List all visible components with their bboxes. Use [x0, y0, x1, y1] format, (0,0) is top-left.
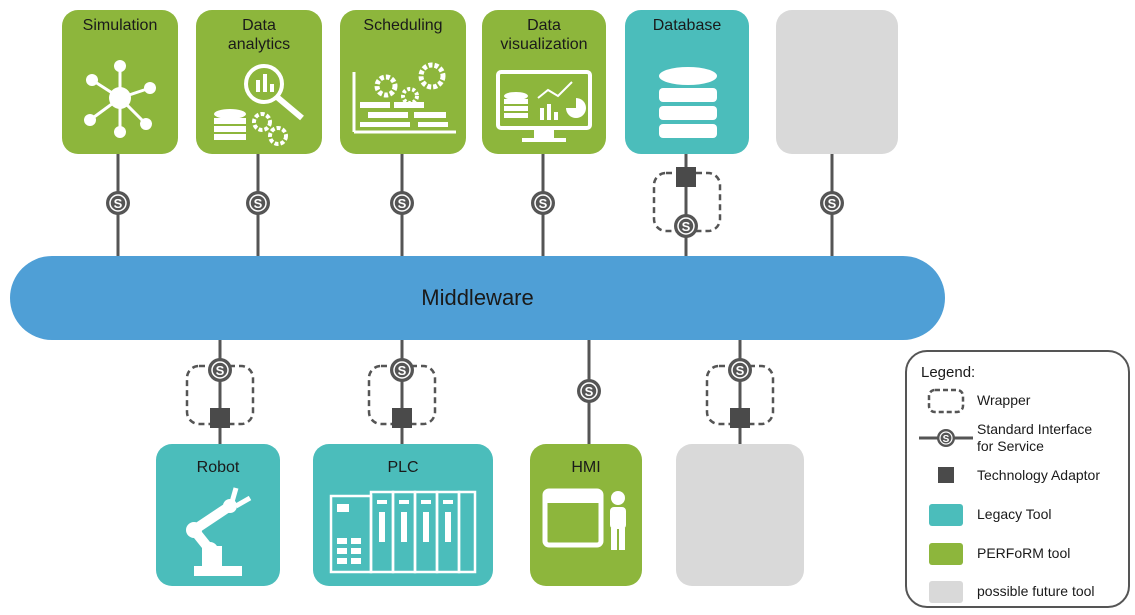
tool-hmi[interactable]: HMI	[530, 444, 642, 586]
standard-interface-icon: S	[531, 191, 555, 215]
tool-label: HMI	[571, 459, 601, 476]
tool-robot[interactable]: Robot	[156, 444, 280, 586]
legend-title: Legend:	[921, 364, 976, 381]
middleware-label: Middleware	[421, 285, 534, 310]
standard-interface-icon: S	[390, 191, 414, 215]
technology-adaptor-future	[730, 408, 750, 428]
dashboard-monitor-icon	[496, 70, 592, 142]
tool-label: Scheduling	[363, 17, 443, 34]
tool-label: PLC	[387, 459, 419, 476]
interface-symbol-label: S	[254, 196, 263, 211]
future-tool-swatch	[929, 581, 963, 603]
interface-symbol-label: S	[828, 196, 837, 211]
network-hub-icon	[84, 60, 156, 138]
legend-item-perform-tool: PERFoRM tool	[977, 545, 1071, 561]
wrapper-dashed-icon	[927, 388, 965, 414]
interface-symbol-label: S	[114, 196, 123, 211]
tool-scheduling[interactable]: Scheduling	[340, 10, 466, 154]
interface-symbol-label: S	[398, 363, 407, 378]
database-icon	[659, 67, 717, 138]
perform-tool-swatch	[929, 543, 963, 565]
interface-symbol-label: S	[682, 219, 691, 234]
tool-label: Database	[652, 17, 722, 34]
tool-future-bottom[interactable]	[676, 444, 804, 586]
interface-symbol-label: S	[216, 363, 225, 378]
legend-item-standard-interface: Standard Interface for Service	[977, 421, 1093, 454]
standard-interface-icon: S	[919, 429, 973, 447]
plc-rack-icon	[329, 490, 477, 574]
robot-arm-icon	[186, 487, 252, 576]
technology-adaptor-icon	[938, 467, 954, 483]
tool-simulation[interactable]: Simulation	[62, 10, 178, 154]
tool-data-visualization[interactable]: Data visualization	[482, 10, 606, 154]
tool-label: Data visualization	[500, 17, 588, 53]
legend-symbols: S	[919, 388, 973, 603]
standard-interface-icon: S	[820, 191, 844, 215]
tool-future-top[interactable]	[776, 10, 898, 154]
legend: Legend: S Wrapper Standard Interface for…	[905, 350, 1130, 608]
scheduling-gears-icon	[352, 62, 456, 134]
tool-label: Simulation	[82, 17, 158, 34]
middleware-bus	[10, 256, 945, 340]
legacy-tool-swatch	[929, 504, 963, 526]
interface-symbol-label: S	[398, 196, 407, 211]
data-analytics-icon	[214, 64, 304, 146]
standard-interface-icon: S	[246, 191, 270, 215]
technology-adaptor-plc	[392, 408, 412, 428]
tool-plc[interactable]: PLC	[313, 444, 493, 586]
interface-symbol-label: S	[539, 196, 548, 211]
hmi-screen-person-icon	[542, 488, 626, 550]
interface-symbol-label: S	[585, 384, 594, 399]
technology-adaptor-robot	[210, 408, 230, 428]
standard-interface-icon: S	[106, 191, 130, 215]
standard-interface-icon: S	[674, 214, 698, 238]
standard-interface-icon: S	[577, 379, 601, 403]
legend-item-future-tool: possible future tool	[977, 583, 1095, 599]
technology-adaptor-database	[676, 167, 696, 187]
tool-database[interactable]: Database	[625, 10, 749, 154]
legend-item-legacy-tool: Legacy Tool	[977, 506, 1052, 522]
legend-item-technology-adaptor: Technology Adaptor	[977, 467, 1100, 483]
standard-interface-icon: S	[390, 358, 414, 382]
tool-label: Data analytics	[227, 17, 291, 53]
interface-symbol-label: S	[736, 363, 745, 378]
tool-label: Robot	[196, 459, 240, 476]
standard-interface-icon: S	[728, 358, 752, 382]
standard-interface-icon: S	[208, 358, 232, 382]
tool-data-analytics[interactable]: Data analytics	[196, 10, 322, 154]
standard-interfaces: S S S S S S S S S S	[106, 191, 844, 403]
legend-item-wrapper: Wrapper	[977, 392, 1031, 408]
svg-text:S: S	[943, 434, 950, 445]
